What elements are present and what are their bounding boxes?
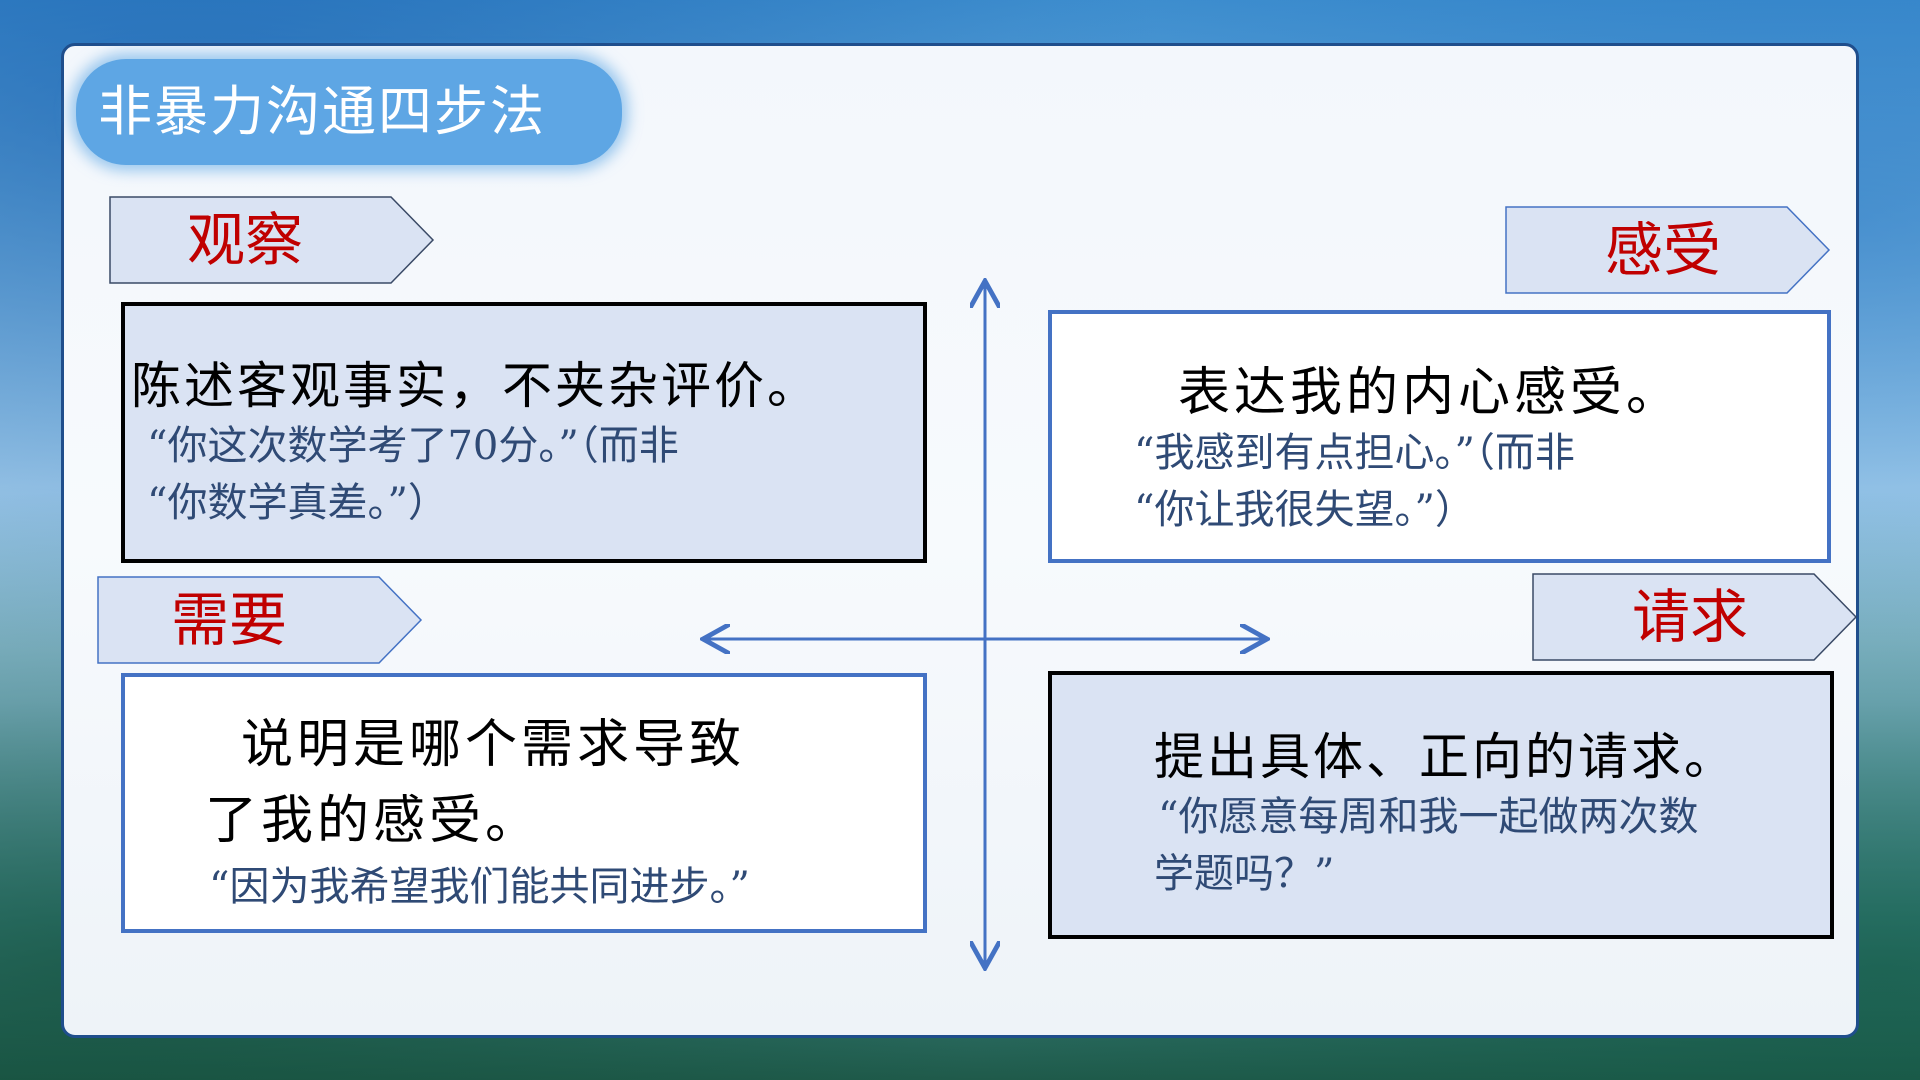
feeling-box: 表达我的内心感受。 “我感到有点担心。”（而非 “你让我很失望。”） [1048, 310, 1831, 563]
observation-example-1: “你这次数学考了70分。”（而非 [147, 423, 679, 469]
observation-heading: 陈述客观事实，不夹杂评价。 [131, 357, 820, 415]
need-heading-1: 说明是哪个需求导致 [241, 715, 746, 775]
request-heading: 提出具体、正向的请求。 [1154, 728, 1737, 786]
feeling-heading: 表达我的内心感受。 [1178, 363, 1683, 423]
feeling-example-1: “我感到有点担心。”（而非 [1134, 430, 1575, 476]
tag-observation-label: 观察 [187, 206, 304, 274]
need-box: 说明是哪个需求导致 了我的感受。 “因为我希望我们能共同进步。” [121, 673, 927, 933]
request-box: 提出具体、正向的请求。 “你愿意每周和我一起做两次数 学题吗？” [1048, 671, 1834, 939]
tag-need: 需要 [97, 576, 423, 664]
tag-feeling: 感受 [1505, 206, 1831, 294]
slide-title: 非暴力沟通四步法 [76, 59, 622, 165]
observation-box: 陈述客观事实，不夹杂评价。 “你这次数学考了70分。”（而非 “你数学真差。”） [121, 302, 927, 563]
tag-request: 请求 [1532, 573, 1858, 661]
tag-request-label: 请求 [1632, 583, 1749, 651]
request-example-2: 学题吗？” [1154, 851, 1335, 897]
tag-observation: 观察 [109, 196, 435, 284]
need-heading-2: 了我的感受。 [205, 791, 542, 851]
observation-example-2: “你数学真差。”） [147, 480, 448, 526]
feeling-example-2: “你让我很失望。”） [1134, 487, 1475, 533]
tag-need-label: 需要 [171, 586, 288, 654]
need-example: “因为我希望我们能共同进步。” [209, 864, 750, 910]
request-example-1: “你愿意每周和我一起做两次数 [1158, 794, 1699, 840]
tag-feeling-label: 感受 [1605, 216, 1722, 284]
